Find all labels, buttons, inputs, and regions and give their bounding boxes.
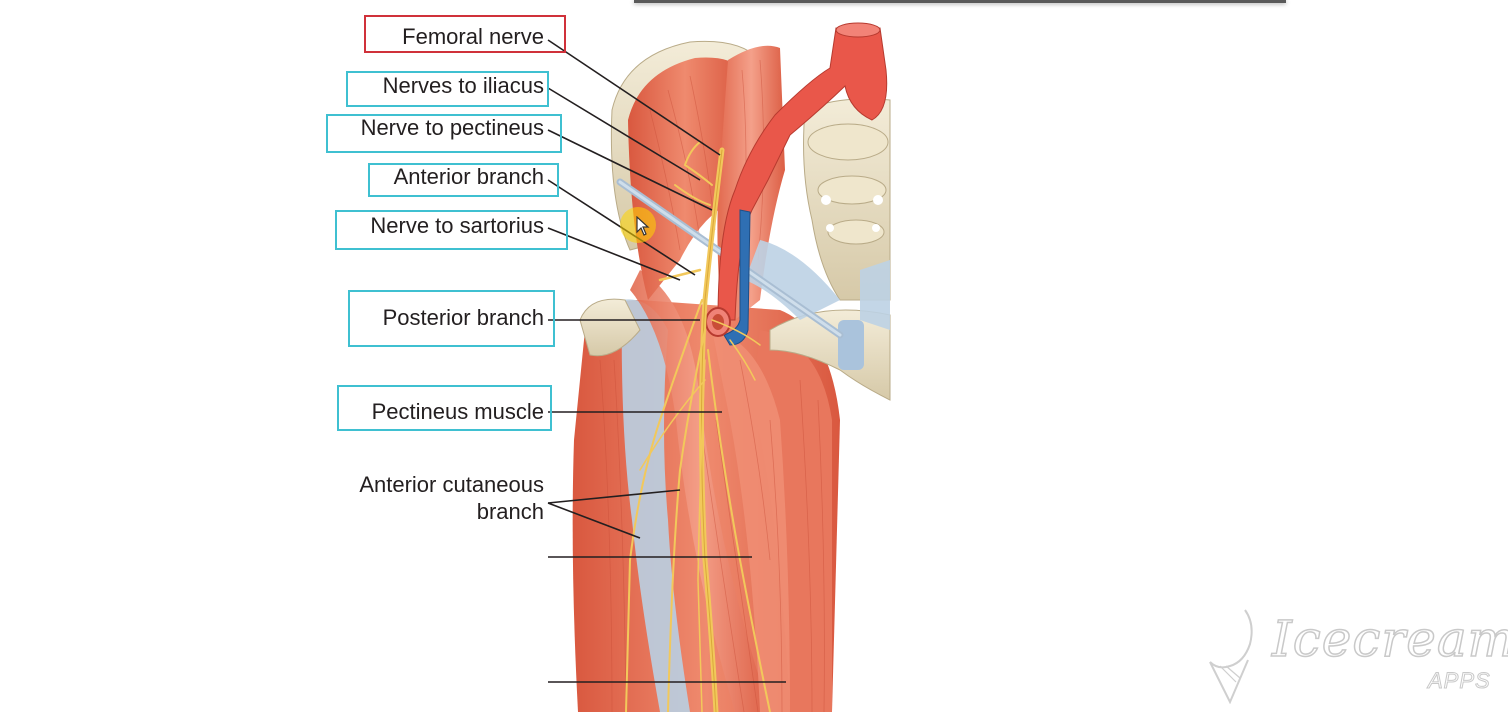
pelvis-spine — [579, 98, 891, 401]
watermark-brand: Icecream — [1271, 609, 1508, 669]
nerves-to-iliacus-highlight-box — [346, 71, 549, 107]
posterior-branch-label: Posterior branch — [382, 305, 544, 330]
nerves — [625, 141, 771, 712]
femoral-vessels — [705, 22, 888, 346]
pectineus-muscle-highlight-box — [337, 385, 552, 431]
posterior-branch-highlight-box — [348, 290, 555, 347]
femoral-nerve-label: Femoral nerve — [402, 24, 544, 49]
anterior-cutaneous-label-line2: branch — [476, 499, 544, 524]
anterior-branch-label: Anterior branch — [393, 164, 544, 189]
window-top-edge — [634, 0, 1286, 3]
pointer-cursor-icon — [620, 207, 656, 243]
icecream-apps-logo: Icecream APPS — [1200, 604, 1508, 704]
nerve-to-sartorius-label: Nerve to sartorius — [370, 213, 544, 238]
nerves-to-iliacus-label: Nerves to iliacus — [382, 73, 544, 98]
icecream-cone-icon — [1209, 609, 1253, 704]
anterior-branch-highlight-box — [368, 163, 559, 197]
anterior-cutaneous-label-line1: Anterior cutaneous — [359, 472, 544, 497]
nerve-to-sartorius-highlight-box — [335, 210, 568, 250]
femoral-nerve-highlight-box — [364, 15, 566, 53]
leader-lines — [547, 39, 786, 683]
watermark-sub: APPS — [1428, 668, 1491, 694]
nerve-to-pectineus-label: Nerve to pectineus — [360, 115, 544, 140]
pectineus-muscle-label: Pectineus muscle — [371, 399, 544, 424]
nerve-to-pectineus-highlight-box — [326, 114, 562, 153]
